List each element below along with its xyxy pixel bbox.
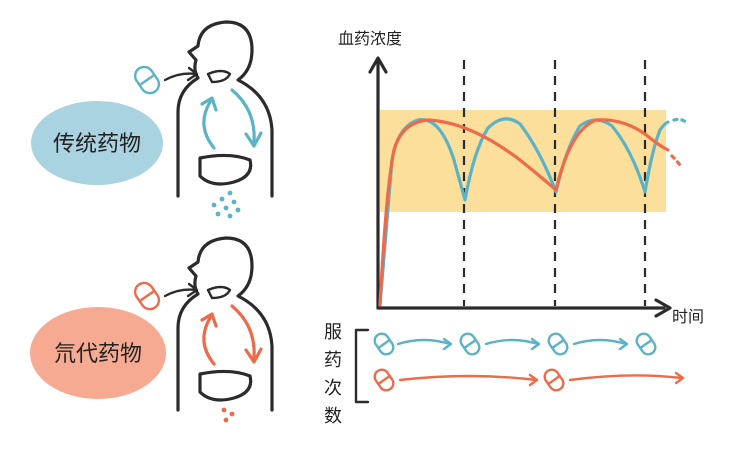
traditional-dose-arrowhead-icon	[442, 337, 453, 351]
next-gen-dose-arrow-icon	[568, 374, 684, 382]
next-gen-liver-icon	[198, 369, 253, 402]
traditional-drug-panel: 传统药物	[31, 20, 274, 219]
traditional-label: 传统药物	[53, 132, 141, 157]
x-axis-arrow-icon	[654, 298, 672, 318]
next-gen-excretion-dots-icon	[221, 407, 235, 423]
traditional-dose-row	[373, 332, 657, 356]
concentration-chart: 血药浓度 时间	[338, 29, 704, 326]
next-gen-dose-arrowhead-icon	[674, 371, 685, 385]
traditional-dose-pill-icon	[459, 332, 481, 356]
traditional-dose-arrowhead-icon	[530, 337, 541, 351]
next-gen-cycle-arrowhead-right-icon	[244, 347, 263, 364]
traditional-dose-pill-icon	[373, 332, 395, 356]
next-gen-intake-arrow-icon	[163, 288, 198, 298]
traditional-dose-arrow-icon	[484, 338, 540, 346]
traditional-dose-arrow-icon	[396, 338, 452, 346]
next-gen-dose-arrow-icon	[398, 374, 538, 382]
next-gen-drug-panel: 氘代药物	[30, 236, 274, 423]
traditional-person-icon	[176, 20, 274, 198]
traditional-dose-pill-icon	[635, 332, 657, 356]
traditional-cycle-arrowhead-right-icon	[244, 131, 263, 148]
traditional-mouth-icon	[206, 69, 232, 84]
next-gen-curve-continuation	[670, 154, 684, 170]
traditional-dose-pill-icon	[547, 332, 569, 356]
traditional-liver-icon	[198, 153, 253, 186]
next-gen-cycle-arrow-left-icon	[202, 316, 216, 366]
doses-label-char-4: 数	[324, 406, 342, 427]
traditional-intake-arrow-icon	[163, 72, 198, 82]
next-gen-label: 氘代药物	[54, 342, 142, 367]
next-gen-cycle-arrow-right-icon	[230, 304, 256, 360]
next-gen-dose-arrowhead-icon	[528, 373, 539, 387]
next-gen-concentration-curve	[378, 118, 670, 307]
next-gen-mouth-icon	[206, 285, 232, 300]
traditional-cycle-arrowhead-left-icon	[200, 96, 218, 112]
next-gen-dose-pill-icon	[373, 368, 395, 392]
doses-label-char-3: 次	[324, 378, 342, 399]
x-axis-label: 时间	[672, 307, 704, 326]
dose-schedule: 服 药 次 数	[324, 322, 685, 427]
next-gen-person-icon	[176, 236, 274, 412]
next-gen-dose-row	[373, 368, 685, 392]
doses-bracket	[354, 328, 370, 404]
next-gen-pill-icon	[133, 281, 161, 311]
doses-label-char-2: 药	[324, 350, 342, 371]
traditional-dose-arrowhead-icon	[618, 337, 629, 351]
traditional-curve-continuation	[672, 117, 688, 124]
next-gen-cycle-arrowhead-left-icon	[200, 312, 218, 328]
traditional-cycle-arrow-right-icon	[230, 88, 256, 144]
traditional-excretion-dots-icon	[211, 190, 241, 219]
y-axis-label: 血药浓度	[338, 29, 402, 48]
next-gen-label-bubble	[30, 307, 166, 399]
traditional-dose-arrow-icon	[572, 338, 628, 346]
y-axis-arrow-icon	[368, 56, 388, 74]
traditional-pill-icon	[133, 65, 161, 95]
traditional-label-bubble	[31, 101, 163, 185]
doses-label-char-1: 服	[324, 322, 342, 343]
traditional-cycle-arrow-left-icon	[202, 100, 216, 150]
next-gen-dose-pill-icon	[543, 368, 565, 392]
